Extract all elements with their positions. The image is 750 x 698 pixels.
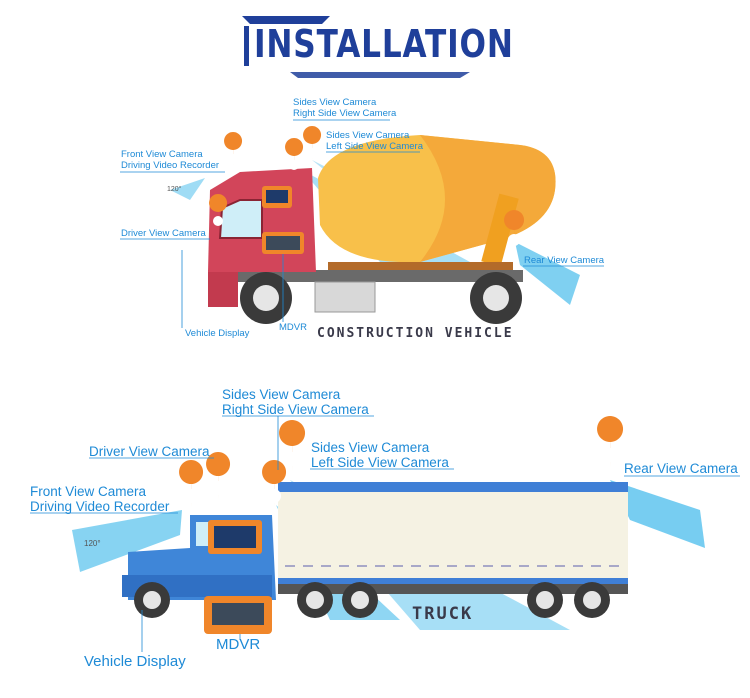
front-beam: [170, 178, 205, 200]
mixer-drum: [318, 135, 556, 270]
cv-sides-right-label-1: Sides View Camera: [293, 97, 377, 108]
tr-sides-left-label-2: Left Side View Camera: [311, 455, 449, 470]
cv-display-label: Vehicle Display: [185, 328, 250, 339]
rear-beam: [515, 242, 580, 305]
title-decoration: [242, 16, 470, 78]
truck-front-beam: [72, 510, 182, 572]
construction-camera-markers: [209, 126, 525, 248]
tr-sides-left-label-1: Sides View Camera: [311, 440, 430, 455]
tr-mdvr-label: MDVR: [216, 636, 261, 653]
truck-leaders: [30, 415, 740, 652]
cv-sides-right-label-2: Right Side View Camera: [293, 108, 397, 119]
truck-camera-markers: [179, 416, 624, 508]
page-title: INSTALLATION: [254, 22, 514, 66]
tr-front-label-2: Driving Video Recorder: [30, 499, 170, 514]
tr-front-label-1: Front View Camera: [30, 484, 147, 499]
cv-driver-label: Driver View Camera: [121, 228, 206, 239]
tr-sides-right-label-2: Right Side View Camera: [222, 402, 369, 417]
construction-caption: CONSTRUCTION VEHICLE: [317, 326, 514, 341]
truck-rear-beam: [610, 480, 705, 548]
tr-rear-label: Rear View Camera: [624, 461, 738, 476]
tr-sides-right-label-1: Sides View Camera: [222, 387, 341, 402]
truck-wheels: [134, 582, 610, 618]
construction-leaders: [120, 119, 604, 328]
cv-angle-label: 120°: [167, 186, 182, 193]
tr-angle-label: 120°: [84, 539, 101, 548]
cv-sides-left-label-2: Left Side View Camera: [326, 141, 423, 152]
tr-display-label: Vehicle Display: [84, 653, 186, 670]
cv-front-label-2: Driving Video Recorder: [121, 160, 220, 171]
cv-rear-label: Rear View Camera: [524, 255, 605, 266]
truck-caption: TRUCK: [412, 604, 474, 624]
title-banner: INSTALLATION: [0, 0, 750, 80]
trailer: [278, 482, 628, 594]
construction-wheels: [240, 272, 522, 324]
cv-front-label-1: Front View Camera: [121, 149, 203, 160]
tr-driver-label: Driver View Camera: [89, 444, 210, 459]
cv-mdvr-label: MDVR: [279, 322, 307, 333]
cv-sides-left-label-1: Sides View Camera: [326, 130, 410, 141]
